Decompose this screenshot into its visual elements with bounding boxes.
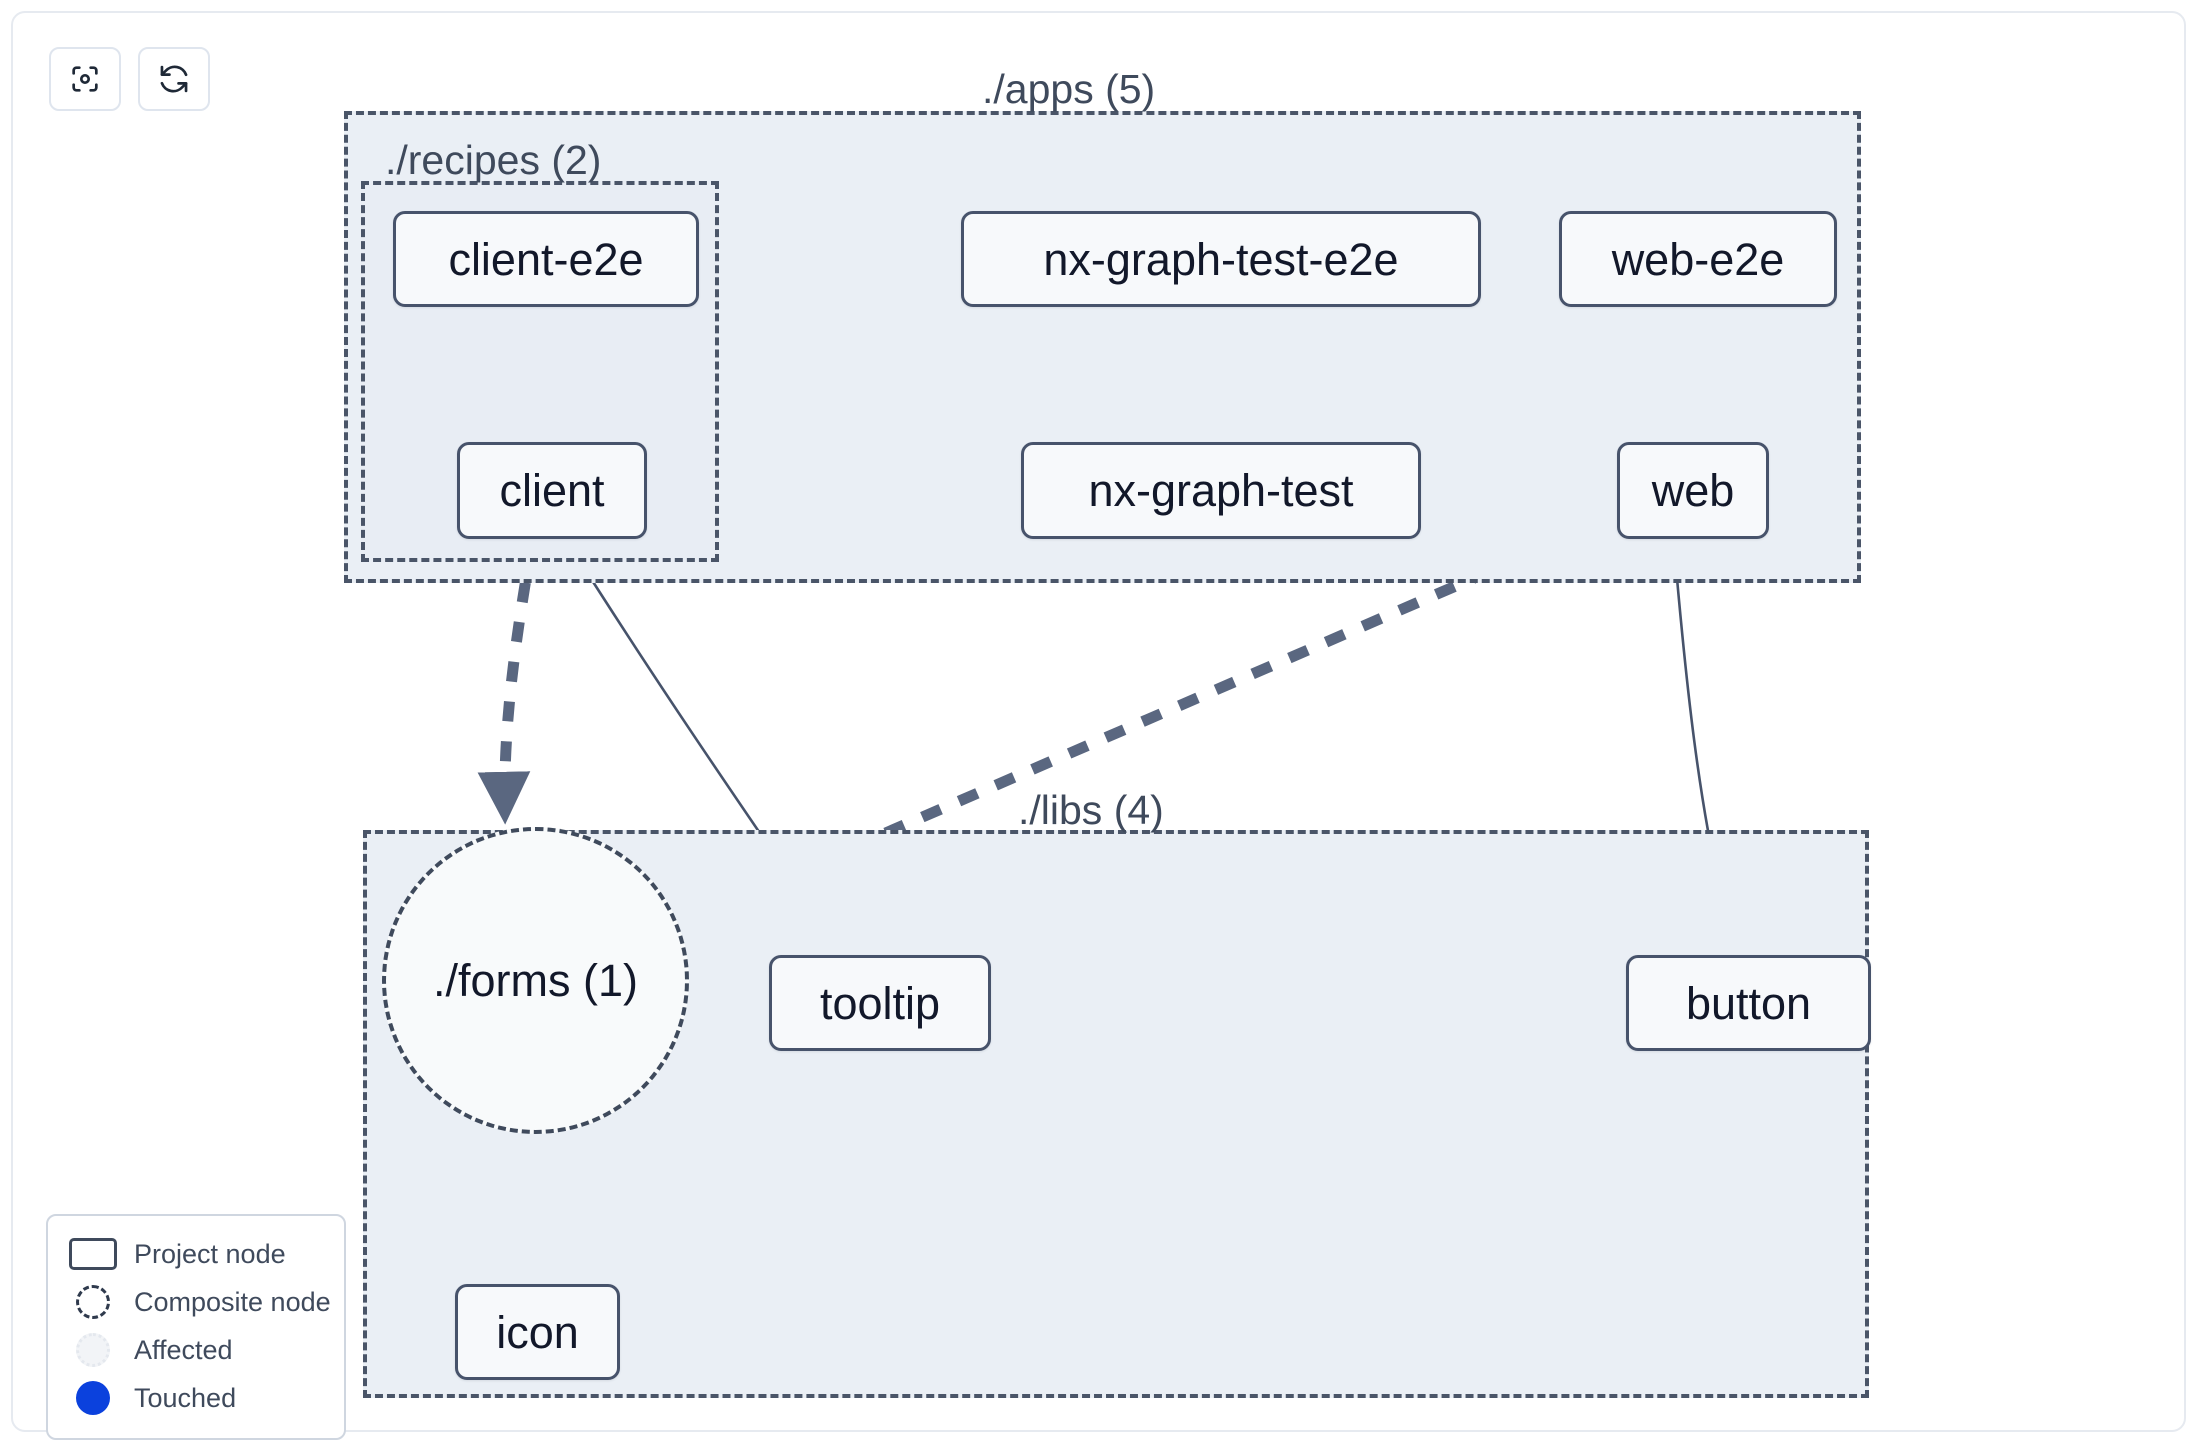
node-label: nx-graph-test (1088, 465, 1354, 516)
node-label: web-e2e (1611, 233, 1785, 285)
node-label: client-e2e (448, 233, 644, 285)
node-label: web (1651, 465, 1735, 516)
legend-label: Composite node (134, 1286, 331, 1317)
group-label-libs: ./libs (4) (1018, 787, 1164, 833)
focus-graph-button[interactable] (49, 47, 121, 111)
legend-label: Touched (134, 1382, 237, 1413)
composite-node-swatch (66, 1285, 120, 1319)
legend-item-project-node: Project node (66, 1230, 326, 1278)
graph-legend: Project node Composite node Affected Tou… (46, 1214, 346, 1440)
group-label-apps: ./apps (5) (982, 66, 1156, 112)
group-label-recipes: ./recipes (2) (385, 137, 602, 183)
edge-client-to-forms (477, 542, 538, 825)
project-node-client-e2e[interactable]: client-e2e (393, 211, 699, 307)
project-node-client[interactable]: client (457, 442, 647, 539)
project-node-tooltip[interactable]: tooltip (769, 955, 991, 1051)
graph-panel: ./apps (5) ./recipes (2) ./libs (4) impl… (11, 11, 2186, 1440)
project-node-nx-graph-test-e2e[interactable]: nx-graph-test-e2e (961, 211, 1481, 307)
project-node-button[interactable]: button (1626, 955, 1871, 1051)
affected-swatch (66, 1333, 120, 1367)
refresh-graph-button[interactable] (138, 47, 210, 111)
legend-item-touched: Touched (66, 1374, 326, 1422)
refresh-icon (157, 62, 191, 96)
composite-node-forms[interactable]: ./forms (1) (382, 827, 689, 1134)
project-node-web-e2e[interactable]: web-e2e (1559, 211, 1837, 307)
node-label: ./forms (1) (432, 955, 638, 1006)
node-label: tooltip (819, 977, 941, 1029)
legend-item-affected: Affected (66, 1326, 326, 1374)
node-label: nx-graph-test-e2e (1043, 233, 1399, 285)
node-label: client (499, 465, 605, 516)
legend-label: Project node (134, 1238, 286, 1269)
focus-target-icon (68, 62, 102, 96)
node-label: icon (496, 1306, 579, 1358)
node-label: button (1685, 977, 1812, 1029)
legend-item-composite-node: Composite node (66, 1278, 331, 1326)
project-node-icon[interactable]: icon (455, 1284, 620, 1380)
project-node-nx-graph-test[interactable]: nx-graph-test (1021, 442, 1421, 539)
project-node-web[interactable]: web (1617, 442, 1769, 539)
graph-toolbar (49, 47, 210, 111)
legend-label: Affected (134, 1334, 233, 1365)
touched-swatch (66, 1381, 120, 1415)
project-node-swatch (66, 1237, 120, 1271)
